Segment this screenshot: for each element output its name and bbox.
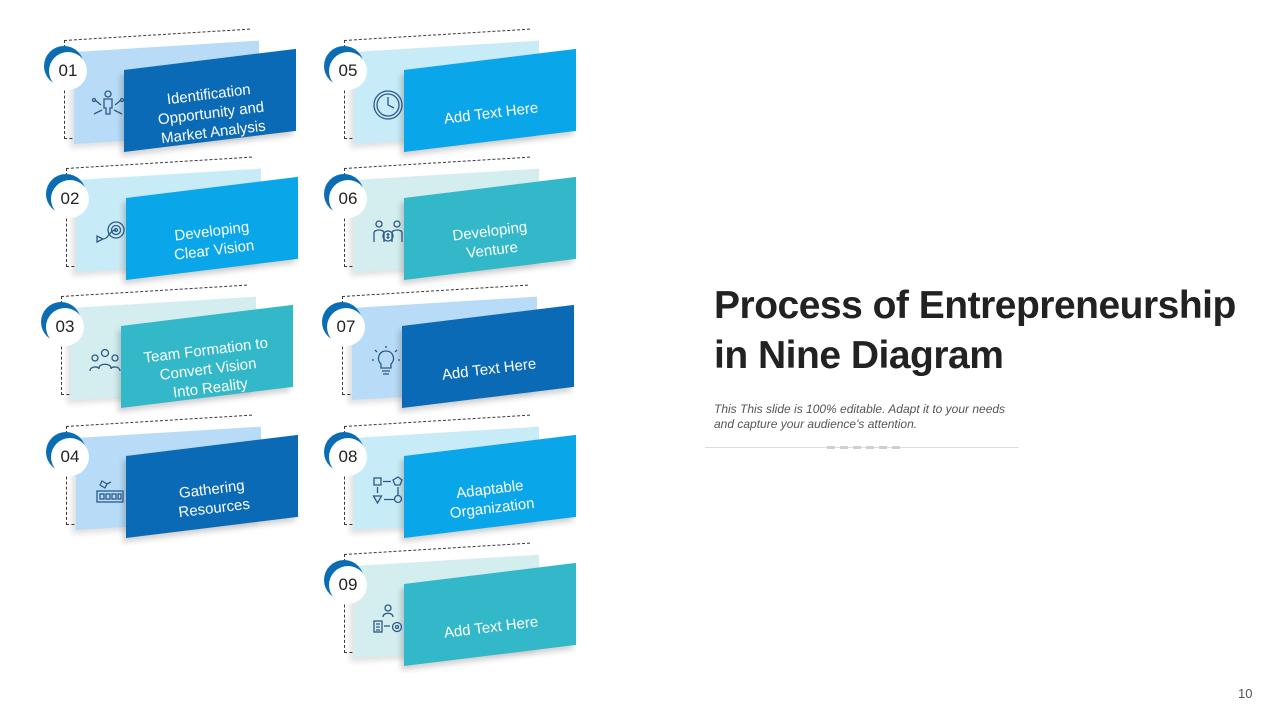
step-badge: 04 (46, 432, 90, 476)
step-badge: 09 (324, 560, 368, 604)
person-network-icon (91, 88, 125, 122)
slide-subtitle-line2: and capture your audience's attention. (714, 417, 918, 431)
step-card-05: Add Text Here 05 (324, 28, 584, 165)
step-label: Add Text Here (442, 612, 540, 642)
step-badge: 02 (46, 174, 90, 218)
step-badge: 08 (324, 432, 368, 476)
slide-subtitle-line1: This This slide is 100% editable. Adapt … (714, 402, 1006, 416)
slide-title: Process of Entrepreneurship in Nine Diag… (714, 281, 1254, 381)
flow-shapes-icon (371, 474, 405, 508)
step-card-09: Add Text Here 09 (324, 542, 584, 679)
step-card-07: Add Text Here 07 (322, 284, 582, 421)
step-number: 02 (51, 180, 89, 218)
step-badge: 01 (44, 46, 88, 90)
investors-icon (371, 216, 405, 250)
step-number: 07 (327, 308, 365, 346)
team-icon (88, 344, 122, 378)
manager-gear-icon (371, 602, 405, 636)
target-vision-icon (93, 216, 127, 250)
step-label: Add Text Here (442, 98, 540, 128)
step-number: 05 (329, 52, 367, 90)
step-number: 08 (329, 438, 367, 476)
step-number: 09 (329, 566, 367, 604)
slide-title-line1: Process of Entrepreneurship (714, 284, 1236, 327)
step-number: 06 (329, 180, 367, 218)
step-number: 01 (49, 52, 87, 90)
step-badge: 03 (41, 302, 85, 346)
step-number: 03 (46, 308, 84, 346)
step-label: Add Text Here (440, 354, 538, 384)
step-badge: 07 (322, 302, 366, 346)
lightbulb-icon (369, 344, 403, 378)
step-badge: 06 (324, 174, 368, 218)
divider (705, 446, 1019, 449)
clock-icon (371, 88, 405, 122)
slide-title-line2: in Nine Diagram (714, 334, 1004, 377)
slide-subtitle: This This slide is 100% editable. Adapt … (714, 402, 1054, 432)
resources-icon (93, 474, 127, 508)
page-number: 10 (1238, 686, 1253, 701)
step-badge: 05 (324, 46, 368, 90)
step-number: 04 (51, 438, 89, 476)
